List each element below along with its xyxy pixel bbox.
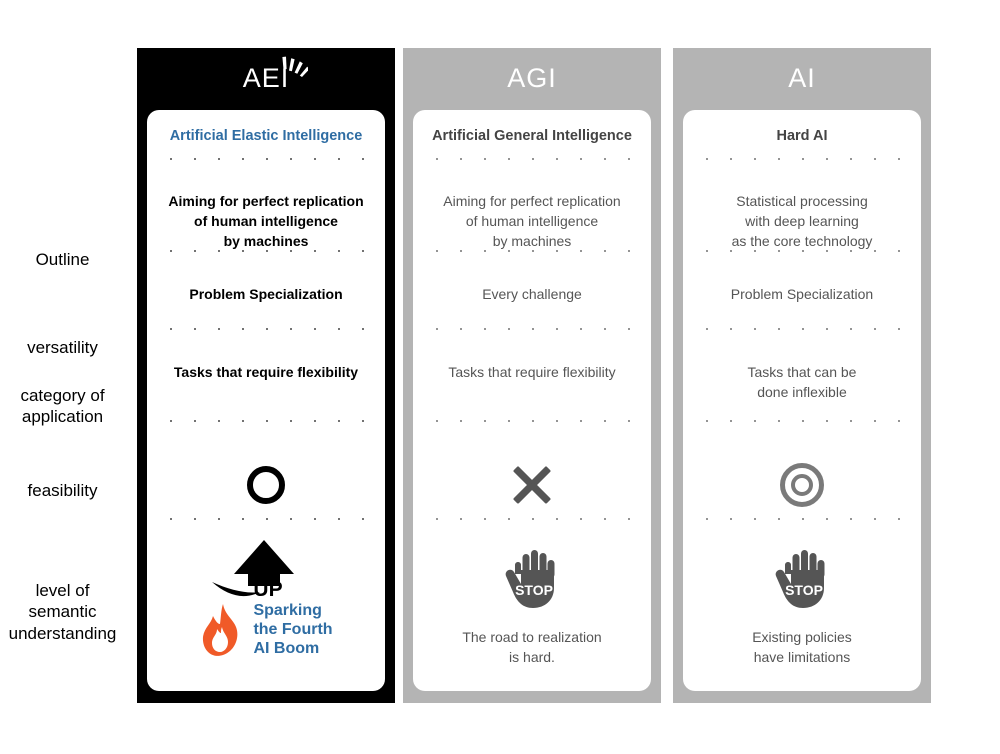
sparkle-icon <box>280 52 310 78</box>
feasibility-agi <box>413 440 651 530</box>
divider <box>695 328 909 330</box>
cross-icon <box>421 440 643 530</box>
subtitle-agi: Artificial General Intelligence <box>432 128 632 144</box>
divider <box>159 518 373 520</box>
stop-hand-label: STOP <box>515 582 553 598</box>
column-title-ai: AI <box>788 62 816 93</box>
column-header-agi: AGI <box>403 48 661 108</box>
row-label-versatility: versatility <box>27 338 98 357</box>
card-agi: Artificial General Intelligence Aiming f… <box>413 110 651 691</box>
circle-open-icon <box>155 440 377 530</box>
column-header-aei: AEI <box>137 48 395 108</box>
divider <box>425 328 639 330</box>
up-arrow-icon: UP <box>206 534 326 604</box>
divider <box>425 420 639 422</box>
double-circle-icon <box>691 440 913 530</box>
subtitle-ai: Hard AI <box>776 128 828 144</box>
column-ai[interactable]: AI Hard AI Statistical processing with d… <box>673 48 931 703</box>
category-agi: Tasks that require flexibility <box>448 364 616 380</box>
category-aei: Tasks that require flexibility <box>173 364 359 380</box>
row-label-category: category of application <box>20 386 105 427</box>
divider <box>159 420 373 422</box>
versatility-agi: Every challenge <box>482 286 582 302</box>
stop-hand-label: STOP <box>785 582 823 598</box>
divider <box>159 250 373 252</box>
column-agi[interactable]: AGI Artificial General Intelligence Aimi… <box>403 48 661 703</box>
outline-agi: Aiming for perfect replication of human … <box>443 193 621 249</box>
card-aei: Artificial Elastic Intelligence Aiming f… <box>147 110 385 691</box>
column-title-aei: AEI <box>242 62 290 93</box>
card-ai: Hard AI Statistical processing with deep… <box>683 110 921 691</box>
row-label-level: level of semantic understanding <box>8 581 117 643</box>
column-aei[interactable]: AEI Artificial Elastic Intelligence Aimi… <box>137 48 395 703</box>
stop-hand-icon: STOP <box>771 534 833 620</box>
row-label-outline: Outline <box>35 250 90 269</box>
divider <box>695 250 909 252</box>
level-ai: STOP Existing policies have limitations <box>683 530 921 691</box>
divider <box>695 518 909 520</box>
outline-aei: Aiming for perfect replication of human … <box>168 193 364 249</box>
level-note-agi: The road to realization is hard. <box>462 629 602 665</box>
column-title-agi: AGI <box>507 62 557 93</box>
stop-hand-icon: STOP <box>501 534 563 620</box>
outline-ai: Statistical processing with deep learnin… <box>731 193 873 249</box>
divider <box>159 158 373 160</box>
level-note-aei: Sparking the Fourth AI Boom <box>253 602 333 657</box>
versatility-aei: Problem Specialization <box>189 286 343 302</box>
divider <box>695 158 909 160</box>
row-label-feasibility: feasibility <box>27 481 98 500</box>
versatility-ai: Problem Specialization <box>730 286 874 302</box>
subtitle-aei: Artificial Elastic Intelligence <box>169 128 363 144</box>
divider <box>695 420 909 422</box>
level-aei: UP Sparking the Fourth AI Boom <box>147 530 385 691</box>
divider <box>159 328 373 330</box>
row-label-gutter: Outline versatility category of applicat… <box>0 45 133 703</box>
column-header-ai: AI <box>673 48 931 108</box>
divider <box>425 518 639 520</box>
level-note-ai: Existing policies have limitations <box>752 629 852 665</box>
up-arrow-label: UP <box>253 578 282 601</box>
feasibility-aei <box>147 440 385 530</box>
category-ai: Tasks that can be done inflexible <box>747 364 857 400</box>
feasibility-ai <box>683 440 921 530</box>
divider <box>425 250 639 252</box>
level-agi: STOP The road to realization is hard. <box>413 530 651 691</box>
divider <box>425 158 639 160</box>
flame-icon <box>199 603 243 657</box>
